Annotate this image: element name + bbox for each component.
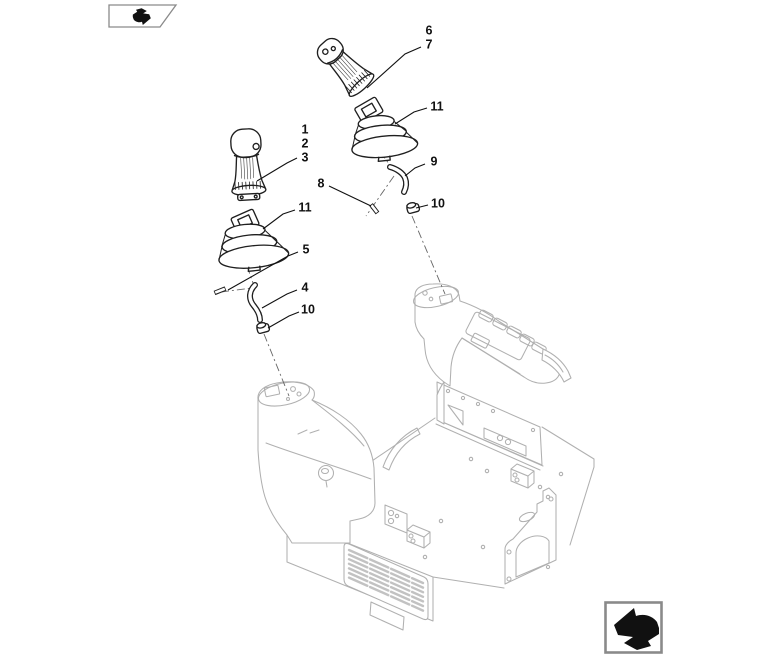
callout-5[interactable]: 5: [303, 243, 310, 257]
previous-figure-button[interactable]: [108, 2, 180, 30]
console-label-panel: [465, 311, 531, 361]
back-arrow-icon: [614, 608, 659, 650]
callout-leader-11: [262, 209, 296, 230]
screw-hole: [490, 408, 496, 414]
console-chassis-assembly: [257, 283, 595, 631]
callout-11[interactable]: 11: [298, 201, 311, 215]
platform-right-edges: [432, 426, 595, 589]
callout-2[interactable]: 2: [302, 137, 309, 151]
previous-figure-arrow-icon: [132, 8, 151, 25]
harness-strip: [382, 427, 421, 471]
bracket-hole: [504, 438, 512, 446]
callout-leader-11: [394, 107, 428, 125]
callout-9[interactable]: 9: [431, 155, 438, 169]
joystick-mount-right: [412, 285, 460, 309]
front-bracket: [384, 504, 408, 534]
callout-8[interactable]: 8: [318, 177, 325, 191]
joystick-handle-left: [230, 128, 267, 202]
console-left: [257, 381, 376, 544]
actuator-block-left: [406, 524, 431, 549]
callout-leader-3: [256, 157, 298, 182]
callout-leader-5: [227, 251, 299, 291]
exploded-parts: [213, 37, 421, 335]
bracket-hole: [387, 509, 395, 517]
callout-leader-10: [267, 311, 300, 329]
console-right: [412, 283, 572, 425]
callout-10[interactable]: 10: [431, 197, 445, 211]
callout-leader-8: [328, 185, 372, 207]
callout-7[interactable]: 7: [426, 38, 433, 52]
screw-hole: [445, 388, 451, 394]
bracket-hole: [387, 517, 395, 525]
callout-11[interactable]: 11: [430, 100, 443, 114]
callout-1[interactable]: 1: [302, 123, 309, 137]
actuator-block-right: [510, 463, 535, 489]
callout-leader-10: [415, 204, 429, 209]
callout-leader-9: [404, 163, 426, 177]
bracket-hole: [496, 434, 504, 442]
callout-10[interactable]: 10: [301, 303, 315, 317]
pin-5: [213, 286, 227, 296]
nut-10-right: [406, 202, 421, 215]
screw-hole: [475, 401, 481, 407]
callout-4[interactable]: 4: [302, 281, 309, 295]
joystick-handle-right: [316, 37, 375, 97]
side-plate: [504, 487, 557, 585]
screw-hole: [530, 427, 536, 433]
joystick-boot-left: [218, 208, 290, 273]
pin-8: [369, 203, 380, 215]
control-lever-4: [247, 282, 263, 323]
vent-grille: [343, 542, 429, 631]
switch-cutouts: [478, 309, 547, 355]
screw-hole: [460, 395, 466, 401]
callout-leader-7: [366, 46, 422, 89]
joystick-boot-right: [351, 96, 419, 163]
joystick-mount-left: [257, 381, 311, 407]
callout-6[interactable]: 6: [426, 24, 433, 38]
platform-holes: [394, 456, 564, 560]
callout-leader-4: [261, 289, 298, 309]
control-lever-9: [387, 164, 410, 195]
callout-3[interactable]: 3: [302, 151, 309, 165]
back-button[interactable]: [604, 601, 664, 655]
